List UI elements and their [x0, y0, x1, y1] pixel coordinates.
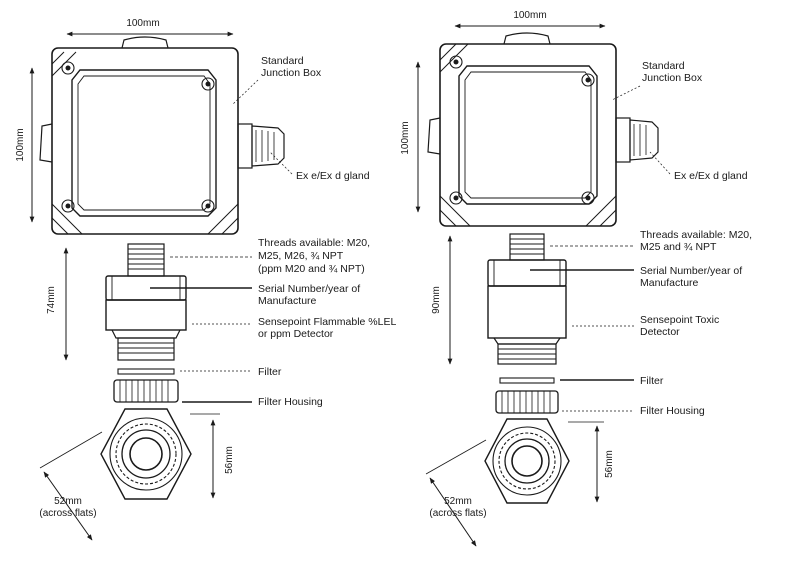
right-label-detector-line2: Detector — [640, 326, 680, 338]
left-leader-gland — [269, 151, 293, 175]
right-corner-screw — [581, 191, 617, 227]
right-label-detector-line1: Sensepoint Toxic — [640, 314, 719, 326]
right-label-junction-box-line1: Standard — [642, 60, 685, 72]
left-leader-junction-box — [231, 79, 259, 106]
left-corner-screw — [201, 77, 215, 91]
left-detector — [105, 243, 187, 361]
right-flats-dimension-line — [429, 477, 477, 547]
right-label-serial-line2: Manufacture — [640, 277, 699, 289]
left-label-threads-line1: Threads available: M20, — [258, 237, 370, 249]
right-label-threads-line2: M25 and ¾ NPT — [640, 241, 717, 253]
left-label-threads-line2: M25, M26, ¾ NPT — [258, 250, 344, 262]
left-corner-screw — [201, 199, 239, 235]
left-cable-gland — [237, 123, 285, 169]
right-label-filter: Filter — [640, 375, 664, 387]
left-height-dimension-label: 100mm — [15, 128, 26, 161]
right-leader-gland — [649, 151, 671, 175]
left-width-dimension-label: 100mm — [126, 18, 159, 29]
right-end-view — [484, 418, 570, 504]
left-drawing: 100mm 100mm Standard Junction Box — [15, 18, 396, 541]
left-label-detector-line1: Sensepoint Flammable %LEL — [258, 316, 396, 328]
right-corner-screw — [439, 43, 469, 73]
right-corner-screw — [581, 73, 595, 87]
left-label-serial-line1: Serial Number/year of — [258, 283, 360, 295]
right-detector — [487, 233, 567, 365]
right-height-dimension-label: 100mm — [400, 121, 411, 154]
right-filter — [499, 377, 555, 384]
right-flats-dimension-label: 52mm — [444, 496, 472, 507]
left-corner-screw — [51, 199, 83, 235]
left-end-view — [100, 408, 192, 500]
right-label-filter-housing: Filter Housing — [640, 405, 705, 417]
left-corner-screw — [51, 51, 77, 77]
left-flats-dimension-label: 52mm — [54, 496, 82, 507]
right-leader-junction-box — [611, 85, 641, 101]
right-junction-box — [427, 32, 617, 227]
left-flats-dimension-note: (across flats) — [39, 508, 96, 519]
left-filter — [117, 368, 175, 375]
left-label-junction-box-line1: Standard — [261, 55, 304, 67]
left-label-filter-housing: Filter Housing — [258, 396, 323, 408]
right-label-threads-line1: Threads available: M20, — [640, 229, 752, 241]
right-label-serial-line1: Serial Number/year of — [640, 265, 742, 277]
left-label-gland: Ex e/Ex d gland — [296, 170, 370, 182]
right-label-junction-box-line2: Junction Box — [642, 72, 703, 84]
right-flats-dimension-note: (across flats) — [429, 508, 486, 519]
left-label-junction-box-line2: Junction Box — [261, 67, 322, 79]
left-detector-dimension-label: 74mm — [46, 286, 57, 314]
right-width-dimension-label: 100mm — [513, 10, 546, 21]
left-label-serial-line2: Manufacture — [258, 295, 317, 307]
left-label-threads-line3: (ppm M20 and ¾ NPT) — [258, 263, 365, 275]
right-corner-screw — [439, 191, 471, 227]
right-housing-dimension-label: 56mm — [604, 450, 615, 478]
left-label-filter: Filter — [258, 366, 282, 378]
right-drawing: 100mm 100mm Standard Junction Box Ex e/E… — [400, 10, 752, 547]
left-flats-dimension-line — [43, 471, 93, 541]
right-detector-dimension-label: 90mm — [431, 286, 442, 314]
left-housing-dimension-label: 56mm — [224, 446, 235, 474]
left-junction-box — [39, 36, 239, 235]
right-cable-gland — [615, 117, 659, 163]
left-label-detector-line2: or ppm Detector — [258, 328, 334, 340]
right-filter-housing — [495, 390, 559, 414]
left-filter-housing — [113, 379, 179, 403]
right-label-gland: Ex e/Ex d gland — [674, 170, 748, 182]
